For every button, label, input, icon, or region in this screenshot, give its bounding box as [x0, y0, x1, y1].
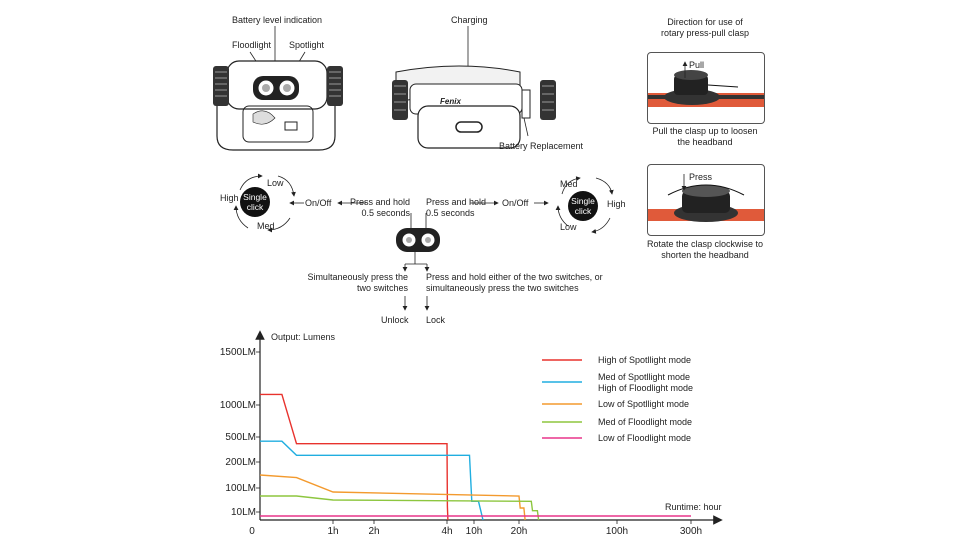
left-high-label: High [220, 193, 239, 203]
clasp-pull-photo [647, 52, 765, 124]
x-tick-label: 10h [466, 526, 483, 537]
x-tick-label: 1h [327, 526, 338, 537]
clasp-direction-label: Direction for use of rotary press-pull c… [660, 17, 750, 38]
pull-caption: Pull the clasp up to loosen the headband [652, 126, 758, 147]
right-low-label: Low [560, 222, 577, 232]
right-single-click-button: Single click [568, 191, 598, 221]
x-tick-label: 2h [368, 526, 379, 537]
charging-label: Charging [451, 15, 488, 25]
right-med-label: Med [560, 179, 578, 189]
legend-label: Low of Spotllight mode [598, 399, 689, 409]
series-line-2 [259, 474, 526, 521]
y-tick-label: 100LM [225, 483, 256, 494]
x-tick-label: 20h [511, 526, 528, 537]
x-tick-label: 100h [606, 526, 628, 537]
press-hold-either-label: Press and hold either of the two switche… [426, 272, 603, 293]
spotlight-label: Spotlight [289, 40, 325, 50]
series-line-1 [260, 440, 484, 521]
right-press-hold-label: Press and hold 0.5 seconds [426, 197, 487, 218]
unlock-label: Unlock [381, 315, 409, 325]
brand-logo: Fenix [440, 97, 461, 106]
simultaneous-label: Simultaneously press the two switches [307, 272, 408, 293]
pull-label: Pull [689, 60, 705, 70]
x-tick-label: 4h [441, 526, 452, 537]
legend-label: Med of Spotllight mode [598, 372, 690, 382]
clasp-press-photo [647, 164, 765, 236]
lock-label: Lock [426, 315, 446, 325]
runtime-chart: Output: Lumens Runtime: hour 1500LM 1000L… [220, 330, 723, 537]
y-tick-label: 10LM [231, 507, 256, 518]
x-tick-label: 0 [249, 526, 255, 537]
battery-level-label: Battery level indication [232, 15, 323, 25]
right-high-label: High [607, 199, 626, 209]
right-on-off-label: On/Off [502, 198, 529, 208]
y-tick-label: 500LM [225, 432, 256, 443]
left-single-click-button: Single click [240, 187, 270, 217]
x-axis-label: Runtime: hour [665, 502, 722, 512]
front-view-drawing [213, 26, 343, 151]
operation-arrows [233, 61, 688, 311]
y-axis-label: Output: Lumens [271, 332, 336, 342]
battery-replacement-label: Battery Replacement [499, 141, 584, 151]
legend-label: Low of Floodlight mode [598, 433, 691, 443]
legend-label: High of Floodlight mode [598, 383, 693, 393]
y-tick-label: 1000LM [220, 400, 256, 411]
legend-label: Med of Floodlight mode [598, 417, 692, 427]
y-tick-label: 200LM [225, 457, 256, 468]
series-line-0 [260, 393, 449, 521]
back-view-drawing [392, 26, 556, 149]
x-tick-label: 300h [680, 526, 702, 537]
legend-label: High of Spotllight mode [598, 355, 691, 365]
floodlight-label: Floodlight [232, 40, 272, 50]
left-press-hold-label: Press and hold 0.5 seconds [349, 197, 410, 218]
series-line-3 [260, 495, 540, 521]
left-on-off-label: On/Off [305, 198, 332, 208]
y-tick-label: 1500LM [220, 347, 256, 358]
left-med-label: Med [257, 221, 275, 231]
press-caption: Rotate the clasp clockwise to shorten th… [646, 239, 764, 260]
left-low-label: Low [267, 178, 284, 188]
press-label: Press [689, 172, 713, 182]
